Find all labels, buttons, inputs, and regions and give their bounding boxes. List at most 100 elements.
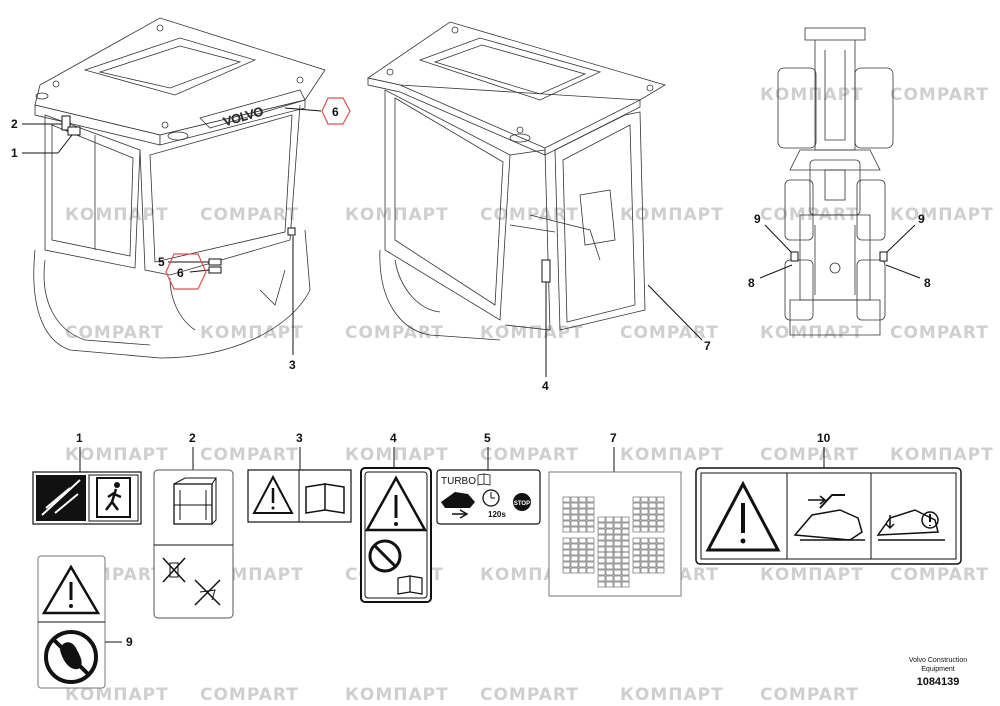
manual-book-icon [397,575,423,595]
grid-cell [640,520,649,527]
grid-cell [562,526,571,533]
grid-cell [621,563,630,570]
grid-cell [570,526,579,533]
grid-cell [621,569,630,576]
grid-cell [613,528,622,535]
grid-cell [578,543,587,550]
grid-cell [605,540,614,547]
grid-cell [586,543,595,550]
decal-number: 2 [189,431,196,445]
grid-cell [621,522,630,529]
new-part-hexagon [321,97,351,125]
watermark-text: COMPART [890,565,989,585]
turbo-label: TURBO [441,476,476,487]
callout-label: 8 [748,276,755,290]
grid-cell [578,514,587,521]
grid-cell [648,561,657,568]
decal-number: 1 [76,431,83,445]
grid-cell [656,502,665,509]
cab-rear-decals [541,259,703,377]
grid-cell [605,551,614,558]
grid-cell [632,526,641,533]
watermark-text: COMPART [760,685,859,705]
grid-cell [586,567,595,574]
callout-label: 2 [11,117,18,131]
grid-cell [562,543,571,550]
grid-cell [632,567,641,574]
grid-cell [578,502,587,509]
grid-cell [586,555,595,562]
grid-cell [570,537,579,544]
warning-triangle-icon [252,474,294,514]
callout-label: 9 [754,212,761,226]
warning-triangle-icon [705,480,781,552]
grid-cell [640,561,649,568]
grid-cell [621,557,630,564]
emergency-exit-icon [96,477,131,518]
decal-marker-1 [67,126,81,136]
grid-cell [578,520,587,527]
watermark-text: КОМПАРТ [480,323,584,343]
grid-cell [656,561,665,568]
warning-triangle-icon [41,564,101,615]
watermark-text: КОМПАРТ [760,565,864,585]
grid-cell [597,534,606,541]
watermark-text: COMPART [200,205,299,225]
grid-cell [570,514,579,521]
leader-line [284,107,322,112]
stop-icon [513,493,531,511]
grid-cell [586,561,595,568]
decal-3: 3 [247,431,352,523]
decal-number: 10 [817,431,831,445]
watermark-text: КОМПАРТ [345,205,449,225]
grid-cell [640,514,649,521]
grid-cell [570,543,579,550]
grid-cell [562,567,571,574]
watermark-text: COMPART [200,445,299,465]
grid-cell [597,575,606,582]
grid-cell [648,526,657,533]
no-welding-icon [162,557,186,583]
grid-cell [597,563,606,570]
leader-line [759,264,793,279]
grid-cell [586,549,595,556]
watermark-text: КОМПАРТ [760,323,864,343]
grid-cell [597,522,606,529]
watermark-text: КОМПАРТ [620,205,724,225]
decal-number: 9 [126,635,133,649]
grid-cell [578,561,587,568]
leader-line [764,224,792,253]
grid-cell [621,581,630,588]
grid-cell [605,528,614,535]
grid-cell [562,508,571,515]
watermark-text: КОМПАРТ [345,445,449,465]
grid-cell [578,526,587,533]
cab-front-view: VOLVO [33,17,326,359]
new-part-hexagon [165,253,207,290]
grid-cell [656,508,665,515]
grid-cell [648,555,657,562]
grid-cell [656,549,665,556]
grid-cell [578,555,587,562]
decal-10: 10 [695,431,962,565]
decal-7: 7 [548,431,682,597]
machine-icon [441,492,475,508]
watermark-text: COMPART [345,323,444,343]
grid-cell [632,520,641,527]
cab-rear-callouts: 4 7 [542,339,711,393]
leader-line [647,284,703,341]
grid-cell [605,516,614,523]
decal-9: 9 [37,555,133,689]
grid-cell [586,502,595,509]
decal-2: 2 [153,431,234,619]
decal-marker-6 [208,266,222,274]
grid-cell [656,520,665,527]
grid-cell [648,537,657,544]
grid-cell [570,502,579,509]
watermark-text: COMPART [890,323,989,343]
decal-5: 5 TURBO 120s STOP [436,431,541,525]
callout-label: 1 [11,146,18,160]
grid-cell [597,540,606,547]
grid-cell [648,502,657,509]
no-drilling-icon [194,579,221,606]
